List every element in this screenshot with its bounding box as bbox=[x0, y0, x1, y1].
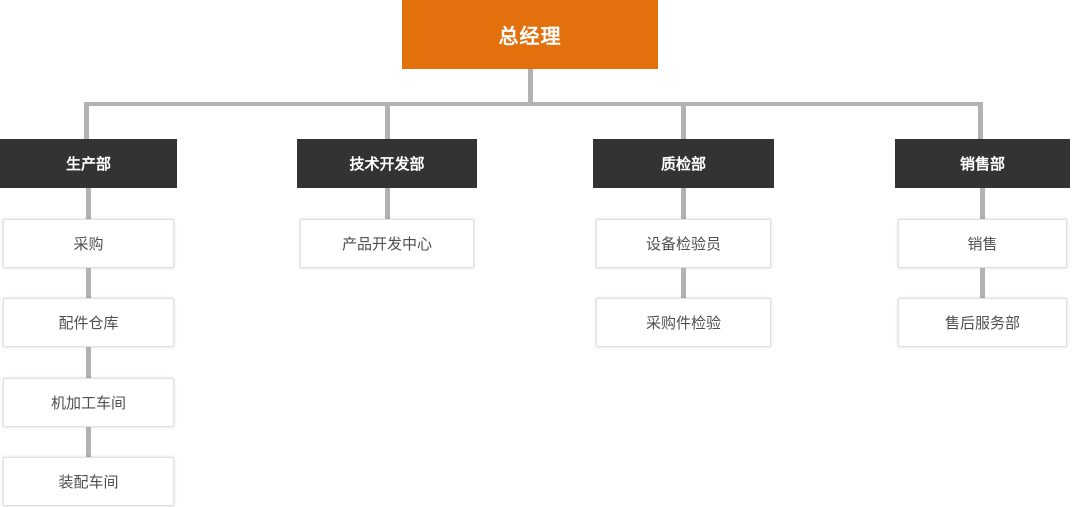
org-node-assembly-workshop[interactable]: 装配车间 bbox=[3, 457, 174, 506]
org-node-dept-tech-dev[interactable]: 技术开发部 bbox=[297, 139, 477, 188]
org-column-production: 生产部 采购 配件仓库 机加工车间 装配车间 bbox=[0, 139, 177, 506]
node-connector-line bbox=[681, 188, 686, 219]
org-node-dept-production[interactable]: 生产部 bbox=[0, 139, 177, 188]
org-node-label: 采购件检验 bbox=[645, 314, 721, 332]
org-node-after-sales-service[interactable]: 售后服务部 bbox=[898, 298, 1067, 347]
node-connector-line bbox=[980, 267, 985, 298]
node-connector-line bbox=[86, 426, 91, 457]
org-node-purchased-parts-inspection[interactable]: 采购件检验 bbox=[596, 298, 771, 347]
org-column-tech-dev: 技术开发部 产品开发中心 bbox=[297, 139, 477, 268]
org-node-purchasing[interactable]: 采购 bbox=[3, 218, 174, 268]
org-column-sales: 销售部 销售 售后服务部 bbox=[895, 139, 1070, 347]
node-connector-line bbox=[86, 188, 91, 219]
org-node-dept-quality[interactable]: 质检部 bbox=[593, 139, 774, 188]
org-node-equipment-inspector[interactable]: 设备检验员 bbox=[596, 218, 771, 268]
org-node-label: 装配车间 bbox=[58, 473, 119, 491]
node-connector-line bbox=[86, 267, 91, 298]
org-node-label: 设备检验员 bbox=[645, 234, 721, 253]
org-node-label: 销售 bbox=[967, 234, 998, 253]
org-node-machining-workshop[interactable]: 机加工车间 bbox=[3, 377, 174, 427]
root-connector-line bbox=[528, 69, 533, 102]
node-connector-line bbox=[681, 267, 686, 298]
org-node-label: 配件仓库 bbox=[58, 314, 119, 332]
node-connector-line bbox=[384, 188, 390, 219]
org-node-label: 采购 bbox=[73, 234, 104, 253]
org-node-label: 生产部 bbox=[65, 155, 111, 173]
tree-horizontal-line bbox=[84, 102, 981, 106]
org-node-label: 机加工车间 bbox=[50, 393, 126, 412]
column-drop-line-sales bbox=[977, 102, 983, 139]
column-drop-line-quality bbox=[681, 102, 686, 139]
org-node-general-manager[interactable]: 总经理 bbox=[402, 0, 658, 69]
column-drop-line-production bbox=[84, 102, 89, 139]
org-column-quality: 质检部 设备检验员 采购件检验 bbox=[593, 139, 774, 347]
org-node-parts-warehouse[interactable]: 配件仓库 bbox=[3, 298, 174, 347]
org-node-label: 产品开发中心 bbox=[341, 234, 432, 253]
node-connector-line bbox=[980, 188, 985, 219]
org-node-dept-sales[interactable]: 销售部 bbox=[895, 139, 1070, 188]
node-connector-line bbox=[86, 347, 91, 378]
column-drop-line-tech-dev bbox=[384, 102, 390, 139]
org-node-sales[interactable]: 销售 bbox=[898, 218, 1067, 268]
org-node-label: 销售部 bbox=[959, 155, 1005, 173]
org-node-label: 质检部 bbox=[660, 155, 706, 173]
org-node-label: 总经理 bbox=[498, 24, 562, 48]
org-node-label: 技术开发部 bbox=[349, 155, 425, 173]
org-node-label: 售后服务部 bbox=[944, 314, 1020, 332]
org-node-product-dev-center[interactable]: 产品开发中心 bbox=[300, 218, 474, 268]
